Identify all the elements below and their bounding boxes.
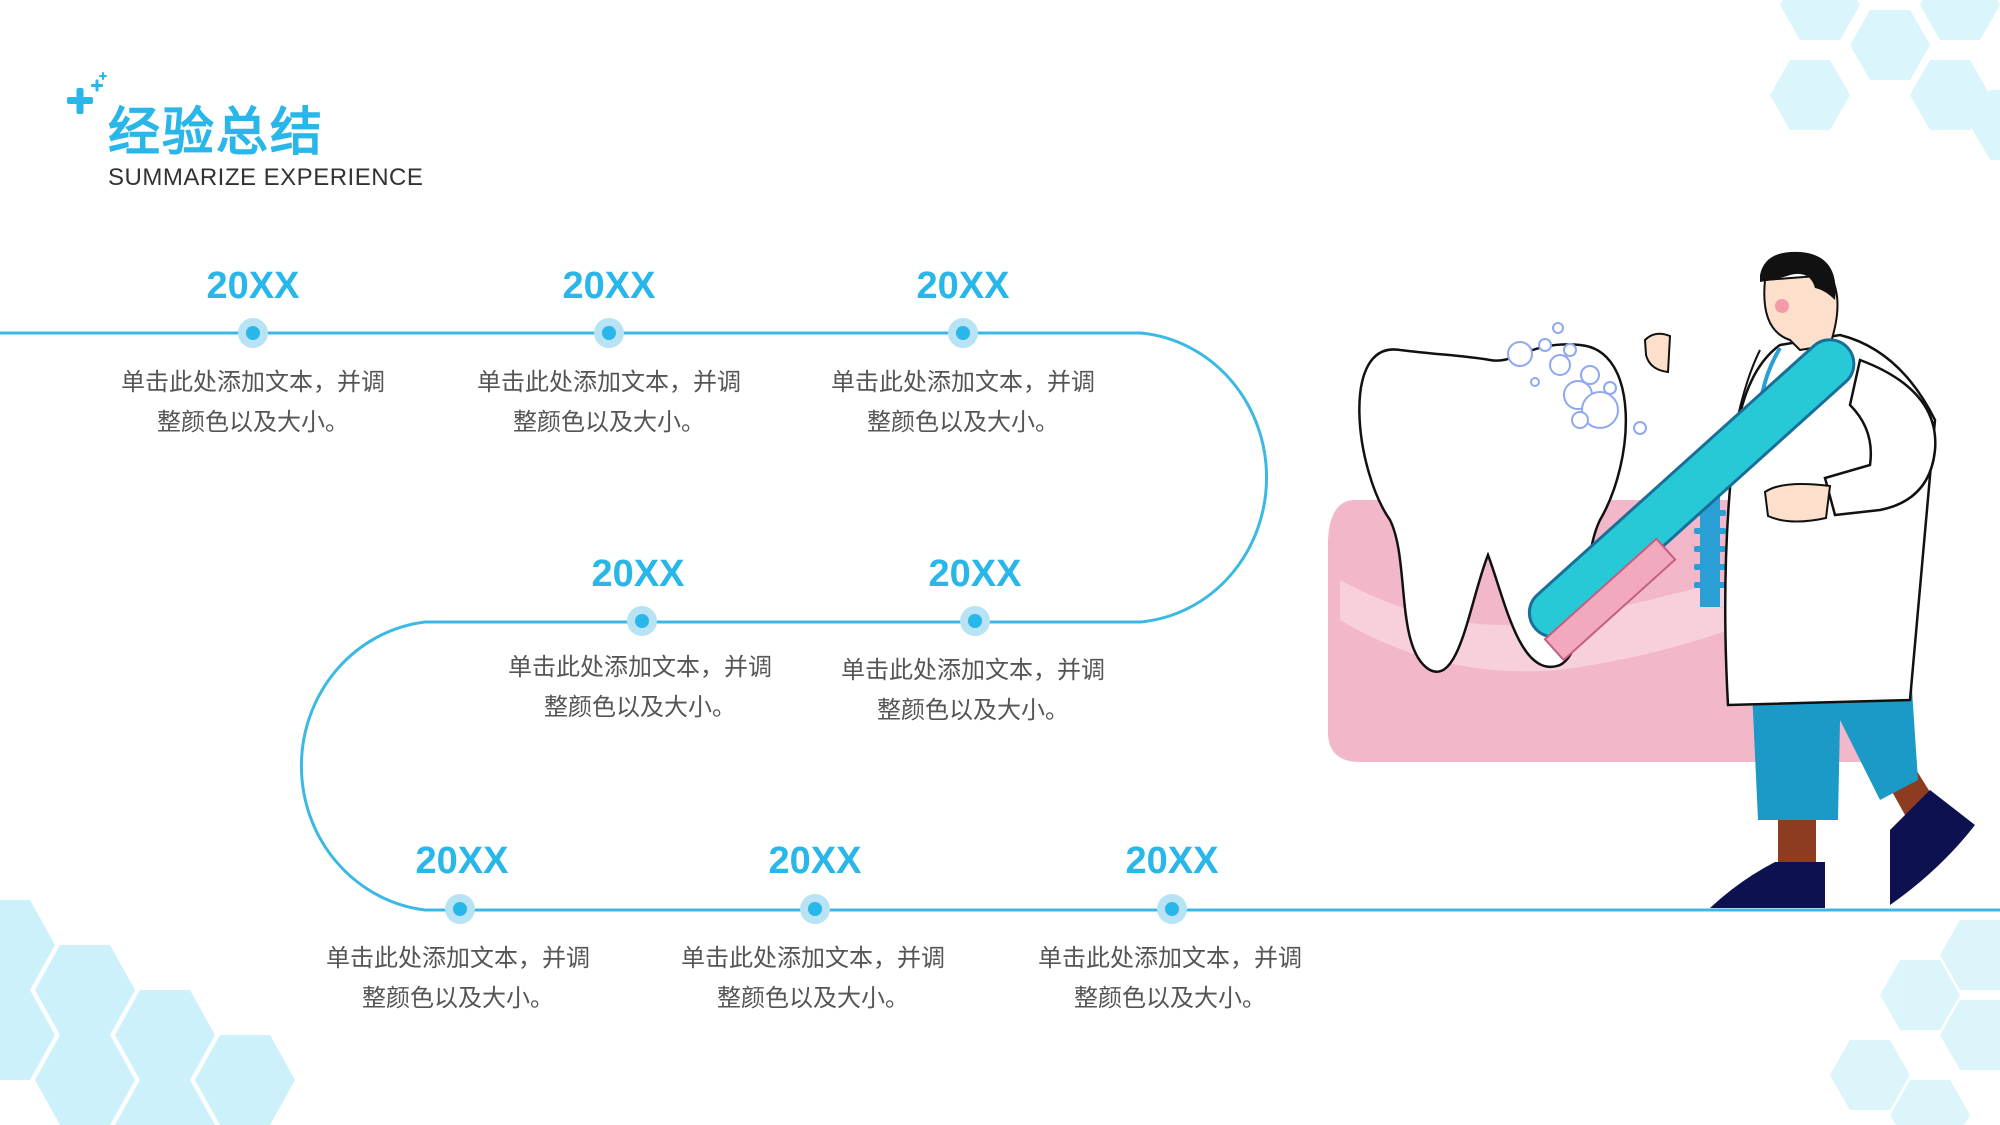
timeline-year: 20XX bbox=[206, 265, 300, 307]
timeline-year: 20XX bbox=[768, 840, 862, 882]
timeline-text: 单击此处添加文本，并调 整颜色以及大小。 bbox=[477, 368, 741, 436]
timeline-text: 单击此处添加文本，并调 整颜色以及大小。 bbox=[831, 368, 1095, 436]
timeline-year: 20XX bbox=[1125, 840, 1219, 882]
dentist-pants bbox=[1752, 690, 1918, 820]
timeline-path bbox=[0, 331, 2000, 912]
timeline-text: 单击此处添加文本，并调 整颜色以及大小。 bbox=[681, 944, 945, 1012]
hexagon-pattern-bottom-left bbox=[0, 900, 295, 1125]
timeline-text: 单击此处添加文本，并调 整颜色以及大小。 bbox=[121, 368, 385, 436]
timeline-text: 单击此处添加文本，并调 整颜色以及大小。 bbox=[841, 656, 1105, 724]
timeline-dot bbox=[445, 894, 475, 924]
dentist-shoe bbox=[1710, 862, 1825, 908]
timeline-dot bbox=[948, 318, 978, 348]
dentist-illustration bbox=[1328, 251, 1975, 908]
hexagon-pattern-bottom-right bbox=[1830, 920, 2000, 1125]
timeline-text: 单击此处添加文本，并调 整颜色以及大小。 bbox=[508, 653, 772, 721]
dentist-hair bbox=[1760, 251, 1836, 300]
timeline-text: 单击此处添加文本，并调 整颜色以及大小。 bbox=[326, 944, 590, 1012]
timeline-dot bbox=[594, 318, 624, 348]
hexagon-pattern-top-right bbox=[1770, 0, 2000, 160]
timeline-year: 20XX bbox=[928, 553, 1022, 595]
timeline-dot bbox=[800, 894, 830, 924]
timeline-year: 20XX bbox=[591, 553, 685, 595]
timeline-year: 20XX bbox=[916, 265, 1010, 307]
toothbrush bbox=[1527, 338, 1856, 662]
timeline-text: 单击此处添加文本，并调 整颜色以及大小。 bbox=[1038, 944, 1302, 1012]
page-title: 经验总结 bbox=[108, 103, 325, 163]
timeline-year: 20XX bbox=[562, 265, 656, 307]
timeline-dot bbox=[627, 606, 657, 636]
dentist-hand bbox=[1643, 332, 1672, 374]
page-subtitle: SUMMARIZE EXPERIENCE bbox=[108, 164, 424, 191]
timeline-dot bbox=[238, 318, 268, 348]
timeline-dot bbox=[960, 606, 990, 636]
timeline-year: 20XX bbox=[415, 840, 509, 882]
plus-sparkle-icon bbox=[67, 72, 107, 114]
foam-bubbles bbox=[1507, 322, 1647, 435]
timeline-dot bbox=[1157, 894, 1187, 924]
